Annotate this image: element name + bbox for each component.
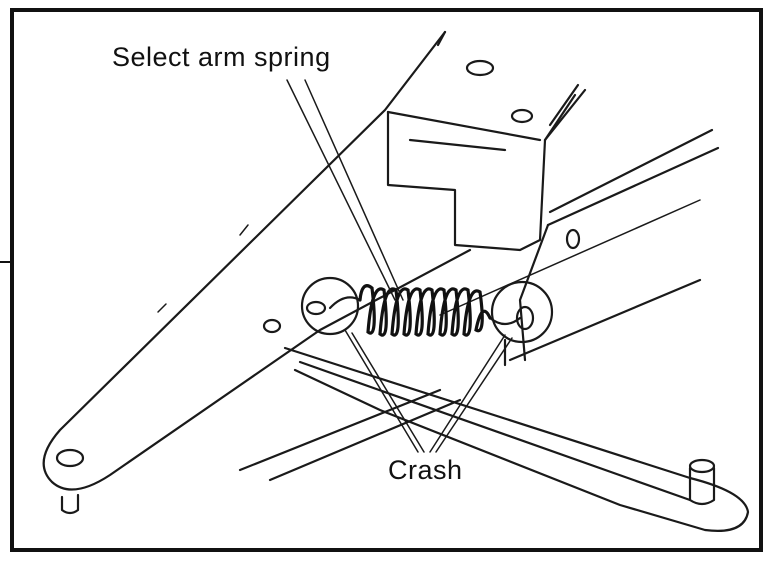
right-arm-pin: [688, 466, 716, 506]
leader-crash-left-2: [351, 332, 425, 453]
select-arm-spring-label: Select arm spring: [112, 42, 331, 72]
leader-spring-1: [286, 79, 396, 301]
leader-crash-left: [344, 329, 419, 453]
left-arm-spring-post: [305, 300, 327, 316]
leader-crash-right: [429, 334, 506, 453]
bracket-hole-2: [510, 108, 534, 124]
crash-circle-right: [490, 280, 554, 344]
crash-label: Crash: [388, 455, 463, 485]
left-arm-small-hole: [262, 318, 282, 334]
leader-crash-right-2: [435, 337, 513, 453]
bracket-hole-1: [465, 59, 495, 77]
right-arm-spring-post: [515, 305, 535, 331]
left-arm-pin: [60, 493, 80, 515]
left-select-arm: [42, 30, 472, 515]
leader-spring-2: [304, 79, 404, 301]
left-arm-hole: [55, 448, 85, 468]
frame-border: [10, 8, 763, 552]
right-select-arm: [238, 199, 750, 532]
upper-bracket: [386, 59, 720, 367]
bracket-hole-3: [565, 228, 581, 250]
crash-circle-left: [300, 276, 360, 336]
